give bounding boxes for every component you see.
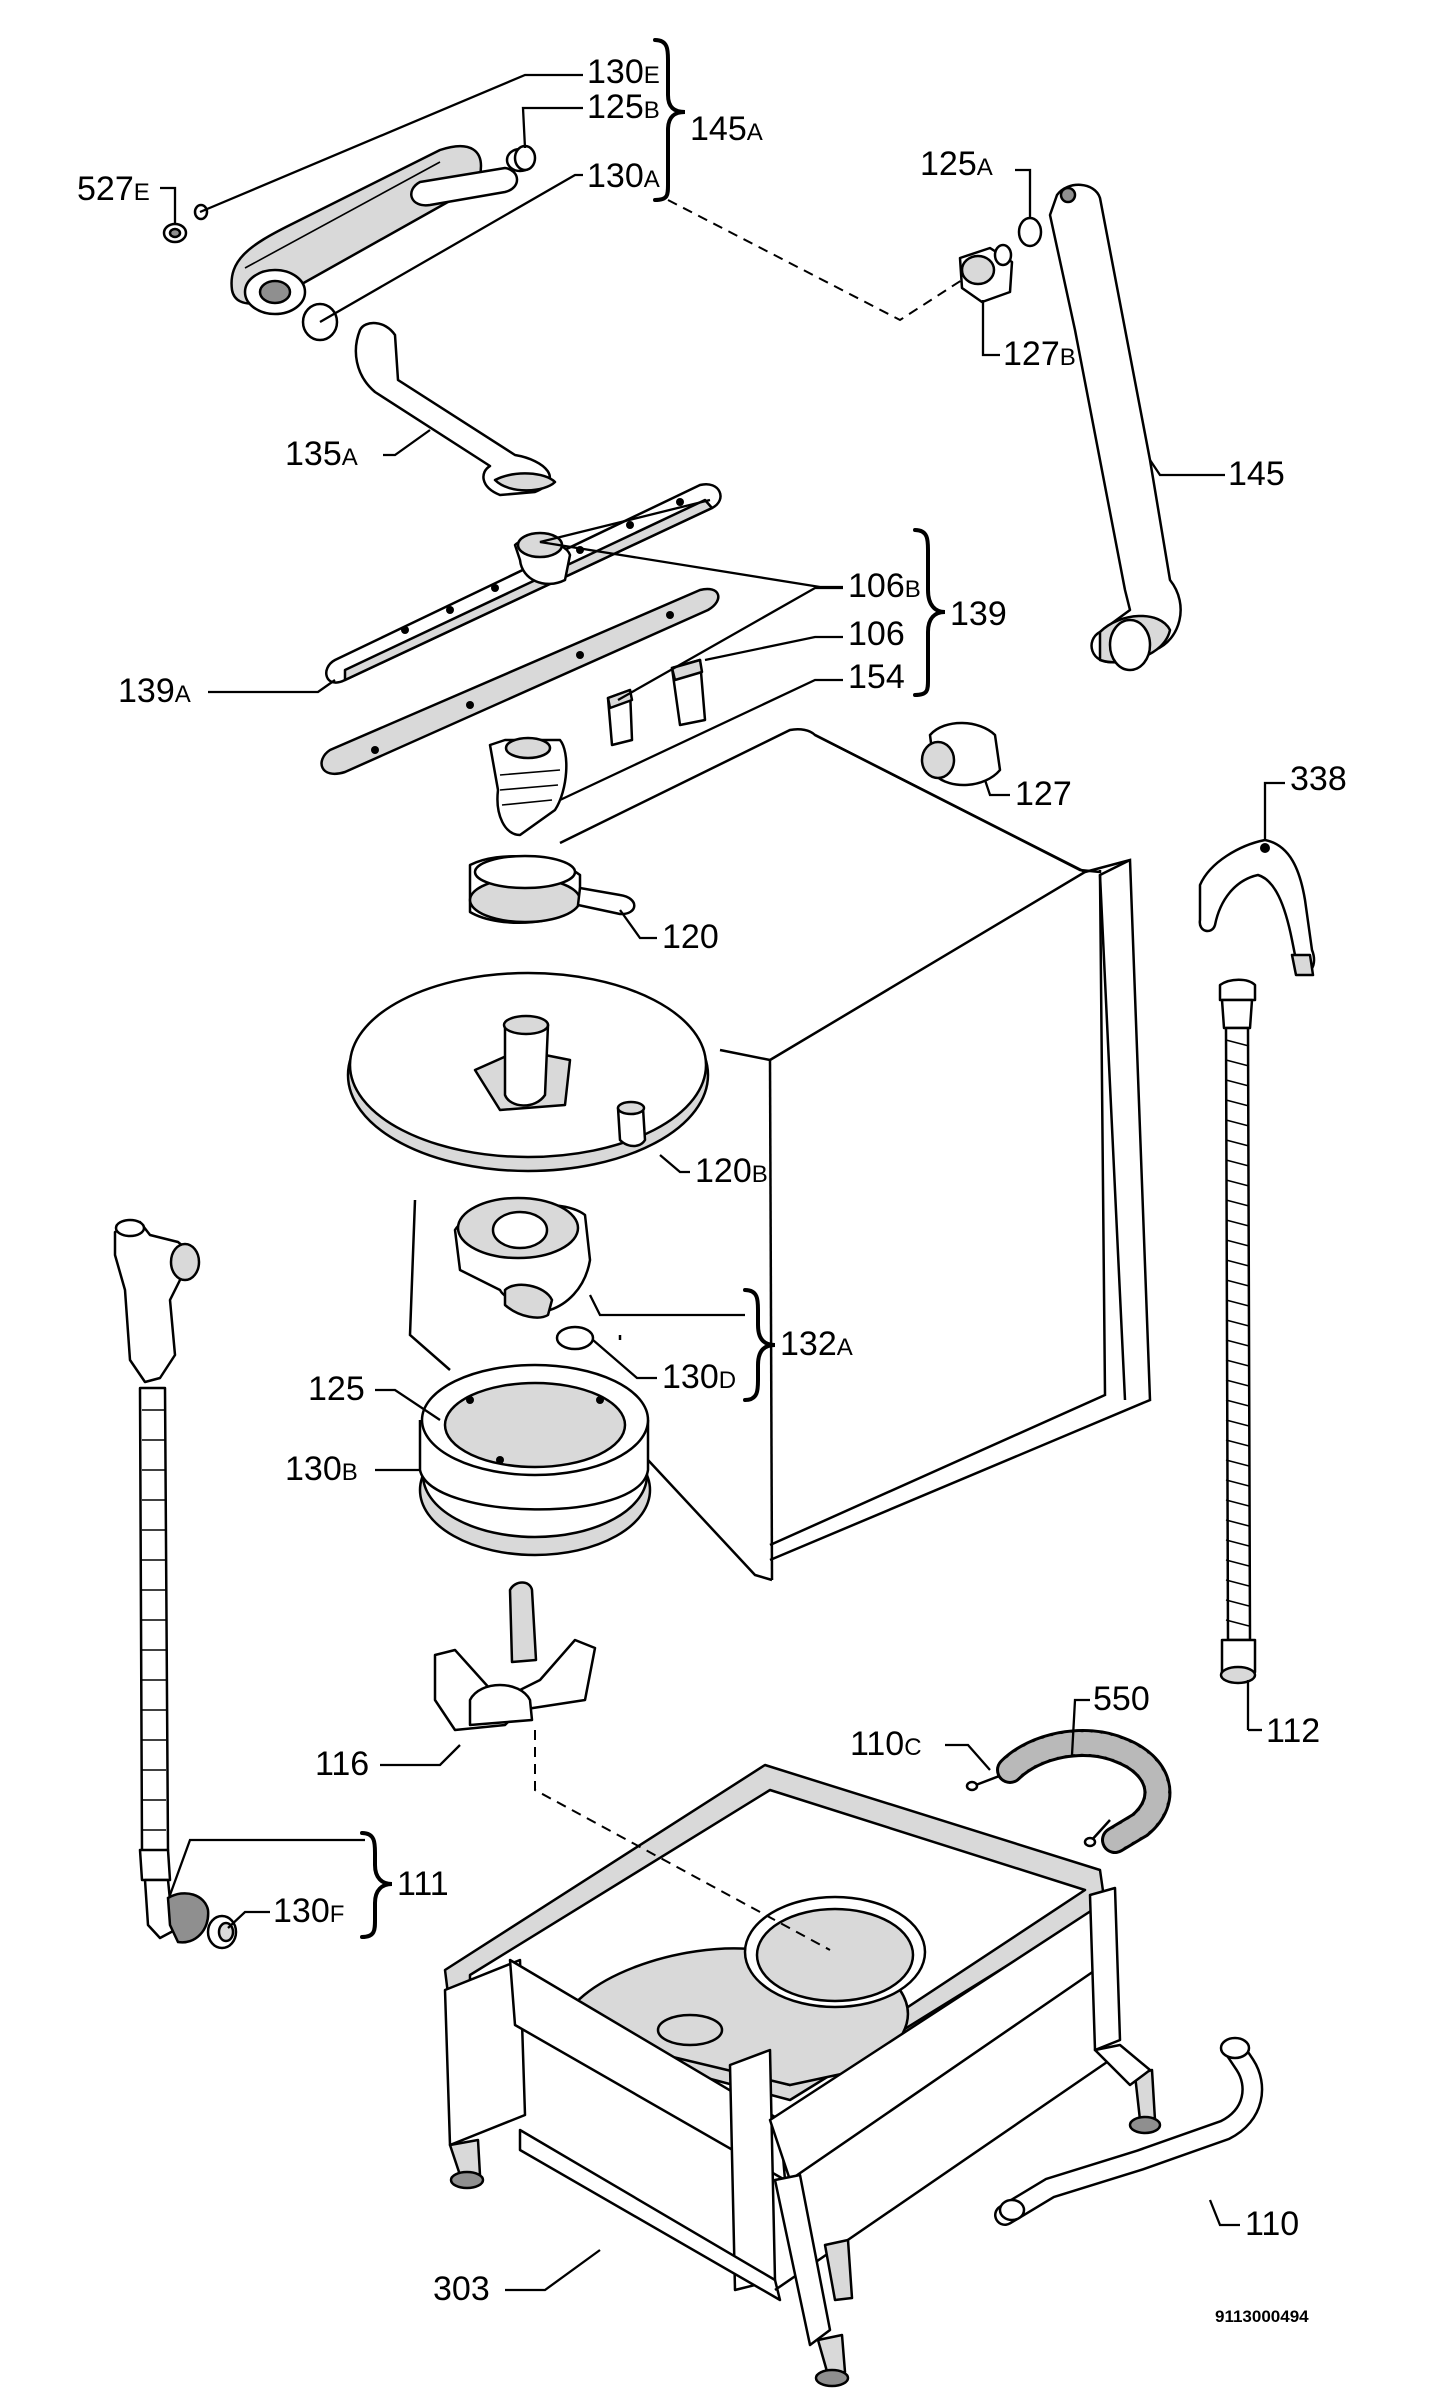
seal-130f (206, 1914, 238, 1950)
label-120b: 120B (695, 1152, 768, 1190)
base-frame-303 (443, 1763, 1162, 2388)
group-braces (360, 38, 946, 1939)
label-106: 106 (848, 615, 905, 653)
label-110c: 110C (850, 1725, 922, 1763)
spray-pipe-135a (354, 321, 557, 497)
drain-hose-112 (1218, 978, 1257, 1685)
o-ring-125b (513, 144, 537, 172)
label-338: 338 (1290, 760, 1347, 798)
leader-lines (160, 73, 1285, 2292)
clip-106 (670, 658, 707, 727)
heater-tube-550 (965, 1728, 1172, 1854)
clamp-116 (433, 1581, 597, 1732)
label-303: 303 (433, 2270, 490, 2308)
filter-120 (468, 854, 636, 924)
bracket-338 (1198, 838, 1316, 977)
label-125a: 125A (920, 145, 993, 183)
upper-spray-arm (230, 144, 535, 316)
label-125: 125 (308, 1370, 365, 1408)
label-527e: 527E (77, 170, 150, 208)
sump-132a (453, 1196, 592, 1319)
supply-pipe-145 (1048, 183, 1182, 672)
callout-labels: 130E 125B 145A 130A 527E 125A 127B 135A … (77, 53, 1347, 2326)
label-110: 110 (1245, 2205, 1299, 2243)
hub-154 (488, 736, 568, 837)
document-number: 9113000494 (1215, 2307, 1309, 2326)
label-127b: 127B (1003, 335, 1076, 373)
label-139a: 139A (118, 672, 191, 710)
label-120: 120 (662, 918, 719, 956)
label-127: 127 (1015, 775, 1072, 813)
label-135a: 135A (285, 435, 358, 473)
inlet-hose-111 (113, 1218, 210, 1944)
nut-527e (162, 222, 188, 244)
label-145: 145 (1228, 455, 1285, 493)
label-130d: 130D (662, 1358, 736, 1396)
label-130e: 130E (587, 53, 660, 91)
label-145a: 145A (690, 110, 763, 148)
label-130a: 130A (587, 157, 660, 195)
o-ring-130d (555, 1325, 595, 1351)
connector-127 (920, 721, 1002, 787)
drain-pipe-110 (994, 2036, 1264, 2226)
label-111: 111 (397, 1865, 449, 1903)
label-130b: 130B (285, 1450, 358, 1488)
label-154: 154 (848, 658, 905, 696)
o-ring-125a (1017, 216, 1043, 248)
label-125b: 125B (587, 88, 660, 126)
label-112: 112 (1266, 1712, 1320, 1750)
tub-outline (408, 727, 1152, 1582)
label-130f: 130F (273, 1892, 344, 1930)
label-139: 139 (950, 595, 1007, 633)
label-550: 550 (1093, 1680, 1150, 1718)
label-132a: 132A (780, 1325, 853, 1363)
lower-spray-arm-139 (320, 482, 722, 775)
filter-plate-120b (346, 971, 710, 1173)
dashed-alignment-lines (534, 199, 966, 1951)
ring-125 (418, 1363, 652, 1557)
connector-127b (958, 243, 1014, 304)
label-106b: 106B (848, 567, 921, 605)
label-116: 116 (315, 1745, 369, 1783)
